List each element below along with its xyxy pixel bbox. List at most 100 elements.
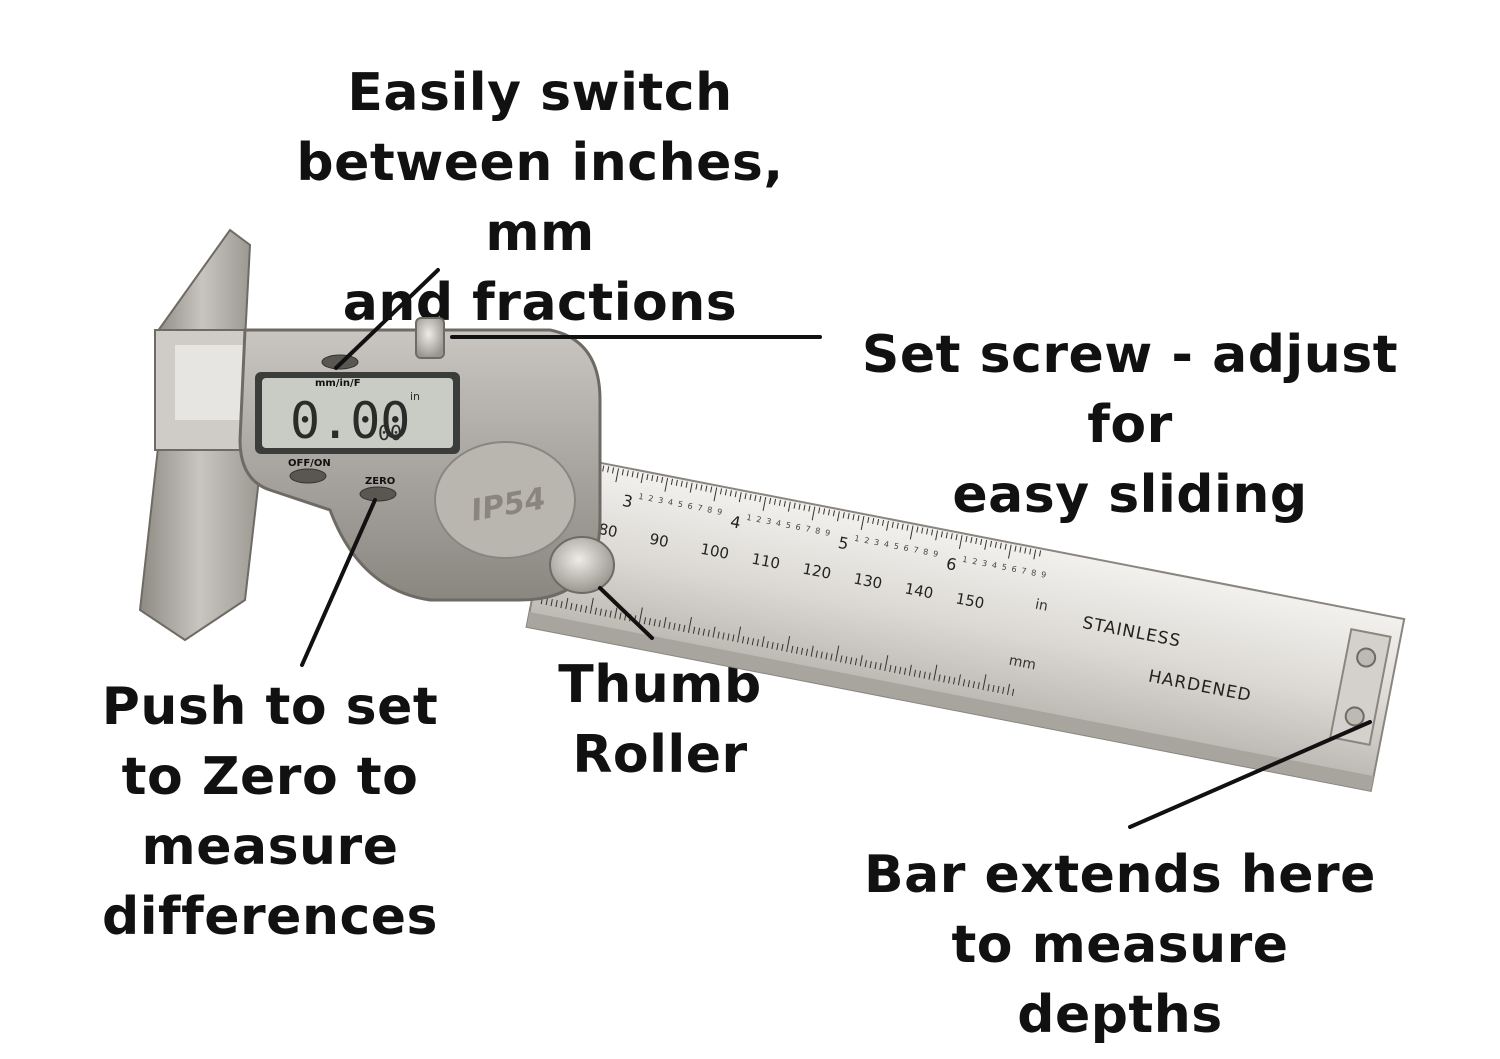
- mm-tick: [977, 682, 980, 690]
- mm-tick: [584, 605, 588, 613]
- mm-major-label: 100: [699, 540, 731, 563]
- inch-minor-label: 6: [903, 543, 910, 553]
- mm-tick: [830, 653, 833, 661]
- inch-tick: [798, 503, 801, 510]
- mm-tick: [707, 629, 710, 637]
- mm-tick: [727, 633, 730, 641]
- inch-tick: [719, 488, 723, 495]
- inch-minor-label: 2: [756, 515, 763, 525]
- callout-thumb-roller: Thumb Roller: [540, 650, 780, 790]
- callout-line: between inches, mm: [296, 133, 784, 263]
- mm-tick: [550, 599, 553, 607]
- set-screw[interactable]: [415, 317, 445, 359]
- inch-tick: [675, 479, 678, 486]
- inch-minor-label: 4: [667, 498, 674, 508]
- mm-tick: [570, 602, 573, 610]
- mm-tick: [987, 684, 990, 692]
- mm-tick: [614, 607, 618, 619]
- inch-tick: [738, 492, 742, 503]
- inch-minor-label: 4: [883, 540, 890, 550]
- power-button[interactable]: [289, 468, 327, 484]
- callout-line: Set screw - adjust for: [861, 325, 1399, 455]
- beam-edge: [526, 612, 1374, 791]
- mm-tick: [791, 645, 794, 653]
- inch-tick: [860, 516, 865, 530]
- mm-tick: [786, 636, 791, 652]
- inch-tick: [827, 509, 831, 516]
- mm-tick: [555, 600, 558, 608]
- inch-tick: [891, 521, 894, 528]
- inch-tick: [935, 530, 939, 541]
- inch-tick: [906, 524, 909, 531]
- inch-tick: [670, 478, 673, 485]
- inch-tick: [1014, 545, 1017, 552]
- inch-minor-label: 7: [697, 503, 704, 513]
- thumb-roller[interactable]: [549, 536, 615, 594]
- mm-tick: [874, 662, 877, 670]
- inch-tick: [808, 505, 811, 512]
- callout-set-screw: Set screw - adjust for easy sliding: [820, 320, 1440, 530]
- mm-tick: [820, 651, 823, 659]
- inch-tick: [651, 474, 654, 482]
- mm-tick: [638, 607, 643, 624]
- inch-minor-label: 3: [873, 538, 880, 548]
- mode-button-label: mm/in/F: [315, 378, 361, 389]
- mm-tick: [702, 628, 705, 636]
- mm-tick: [697, 627, 701, 635]
- lcd-unit: in: [410, 390, 420, 403]
- inch-tick: [970, 537, 973, 544]
- inch-tick: [909, 525, 914, 540]
- mm-tick: [732, 634, 735, 642]
- mm-tick: [756, 639, 759, 647]
- callout-line: and fractions: [342, 273, 738, 333]
- inch-tick: [661, 476, 664, 483]
- inch-tick: [705, 485, 708, 492]
- inch-major-label: 4: [729, 512, 743, 533]
- inch-tick: [710, 486, 713, 493]
- mm-tick: [952, 677, 956, 685]
- mm-tick: [761, 636, 765, 648]
- ip54-badge: [434, 441, 576, 559]
- callout-line: easy sliding: [952, 465, 1308, 525]
- mm-tick: [869, 661, 872, 669]
- inch-tick: [700, 484, 703, 491]
- inch-tick: [646, 474, 649, 481]
- inch-tick: [823, 508, 826, 515]
- inch-scale: [566, 458, 1042, 560]
- inch-tick: [778, 499, 781, 506]
- mm-tick: [835, 645, 840, 662]
- mm-tick: [962, 679, 966, 687]
- mm-major-label: 90: [648, 530, 670, 551]
- inch-tick: [867, 516, 870, 524]
- leader-lines: [300, 268, 1372, 829]
- mm-tick: [771, 642, 774, 650]
- inch-minor-label: 5: [785, 520, 792, 530]
- inch-minor-label: 8: [814, 526, 821, 536]
- inch-tick: [980, 538, 983, 545]
- inch-tick: [872, 517, 875, 525]
- inch-minor-label: 9: [824, 528, 831, 538]
- callout-zero-button: Push to set to Zero to measure differenc…: [90, 672, 450, 952]
- zero-button[interactable]: [359, 486, 397, 502]
- mm-tick: [604, 609, 607, 617]
- mm-tick: [781, 643, 784, 651]
- mm-tick: [643, 617, 647, 625]
- inch-minor-label: 8: [1030, 568, 1037, 578]
- mm-tick: [609, 610, 612, 618]
- fixed-jaws: [138, 228, 266, 642]
- mm-tick: [864, 660, 867, 668]
- inch-scale-unit: in: [1034, 597, 1050, 615]
- inch-tick: [832, 510, 835, 517]
- inch-tick: [759, 495, 762, 503]
- inch-tick: [685, 481, 688, 488]
- mm-tick: [560, 601, 563, 609]
- mm-tick: [648, 618, 652, 626]
- inch-tick: [984, 539, 988, 550]
- inch-major-label: 6: [945, 554, 959, 575]
- mm-tick: [712, 626, 716, 638]
- mm-tick: [1002, 686, 1005, 694]
- inch-minor-label: 2: [863, 536, 870, 546]
- inch-tick: [1019, 546, 1022, 553]
- lcd-reading: 0.00: [290, 392, 410, 450]
